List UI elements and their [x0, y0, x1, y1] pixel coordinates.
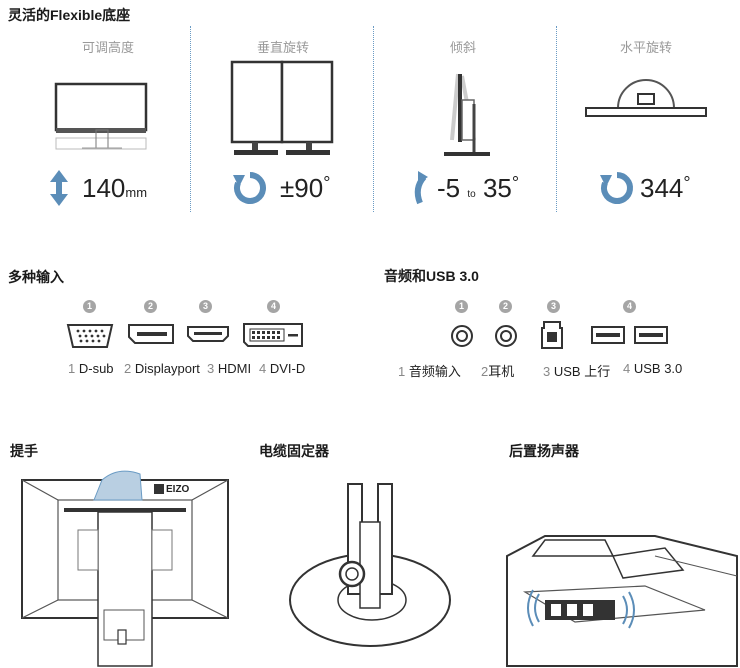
swivel-value: 344°	[640, 173, 691, 204]
handle-monitor-back-illustration	[21, 470, 229, 667]
inputs-title: 多种输入	[8, 269, 64, 285]
headphone-jack-icon	[495, 325, 517, 347]
tilt-to: 35	[482, 173, 512, 203]
usb3-port-icon-a	[591, 326, 625, 344]
tilt-label: 倾斜	[449, 40, 476, 55]
swivel-degree: °	[683, 173, 691, 193]
swivel-label: 水平旋转	[619, 40, 672, 55]
dvi-label: 4 DVI-D	[259, 361, 305, 376]
height-number: 140	[82, 173, 126, 203]
height-value: 140mm	[82, 173, 147, 204]
headphone-label-num: 2	[481, 364, 489, 379]
dvi-label-text: DVI-D	[269, 361, 306, 376]
audio-num-4: 4	[623, 300, 636, 313]
audio-num-3: 3	[547, 300, 560, 313]
input-num-3: 3	[199, 300, 212, 313]
hdmi-label: 3 HDMI	[207, 361, 251, 376]
swivel-number: 344	[640, 173, 684, 203]
hdmi-port-icon	[187, 326, 229, 342]
dsub-label: 1 D-sub	[68, 361, 114, 376]
usb3-port-icon-b	[634, 326, 668, 344]
usb-upstream-label-num: 3	[543, 364, 551, 379]
dvi-port-icon	[243, 323, 303, 347]
swivel-rotate-icon	[600, 172, 633, 204]
usb3-label-text: USB 3.0	[633, 361, 683, 376]
usb-upstream-port-icon	[541, 321, 563, 349]
pivot-monitor-illustration	[230, 60, 334, 155]
pivot-value: ±90°	[280, 173, 330, 204]
swivel-monitor-illustration	[585, 79, 707, 117]
input-num-4: 4	[267, 300, 280, 313]
tilt-monitor-illustration	[444, 73, 490, 156]
height-adjust-monitor-illustration	[54, 82, 148, 150]
dvi-label-num: 4	[259, 361, 267, 376]
usb-upstream-label-text: USB 上行	[553, 364, 611, 379]
displayport-label-text: Displayport	[134, 361, 200, 376]
tilt-arrow-icon	[414, 171, 428, 205]
displayport-label: 2 Displayport	[124, 361, 200, 376]
tilt-degree: °	[511, 173, 520, 193]
hdmi-label-num: 3	[207, 361, 215, 376]
height-adjust-label: 可调高度	[81, 40, 134, 55]
divider-1	[190, 26, 191, 212]
displayport-label-num: 2	[124, 361, 132, 376]
pivot-degree: °	[323, 173, 331, 193]
usb3-label-num: 4	[623, 361, 631, 376]
eizo-brand-logo: EIZO	[166, 484, 190, 495]
rear-speaker-illustration	[506, 535, 738, 667]
dsub-label-num: 1	[68, 361, 76, 376]
dsub-label-text: D-sub	[78, 361, 114, 376]
usb-upstream-label: 3 USB 上行	[543, 361, 610, 380]
tilt-from: -5	[437, 173, 461, 203]
pivot-label: 垂直旋转	[256, 40, 309, 55]
audio-num-2: 2	[499, 300, 512, 313]
divider-2	[373, 26, 374, 212]
usb3-label: 4 USB 3.0	[623, 361, 682, 376]
audio-in-label-text: 音频输入	[408, 364, 461, 379]
flexible-stand-title: 灵活的Flexible底座	[8, 7, 131, 23]
hdmi-label-text: HDMI	[217, 361, 252, 376]
audio-in-jack-icon	[451, 325, 473, 347]
handle-title: 提手	[10, 443, 38, 459]
height-unit: mm	[125, 185, 148, 200]
headphone-label-text: 耳机	[488, 364, 515, 379]
input-num-1: 1	[83, 300, 96, 313]
audio-in-label-num: 1	[398, 364, 406, 379]
rear-speaker-title: 后置扬声器	[509, 443, 579, 459]
audio-in-label: 1 音频输入	[398, 361, 461, 380]
displayport-port-icon	[128, 324, 174, 344]
audio-usb-title: 音频和USB 3.0	[384, 268, 479, 284]
rotate-icon	[233, 172, 266, 204]
tilt-to-word: to	[467, 189, 476, 200]
audio-num-1: 1	[455, 300, 468, 313]
cable-holder-title: 电缆固定器	[259, 443, 329, 459]
dsub-port-icon	[66, 324, 114, 348]
headphone-label: 2耳机	[481, 361, 514, 380]
height-arrow-icon	[50, 170, 68, 206]
divider-3	[556, 26, 557, 212]
tilt-value: -5 to 35°	[437, 173, 519, 204]
input-num-2: 2	[144, 300, 157, 313]
pivot-number: ±90	[280, 173, 324, 203]
cable-holder-illustration	[289, 483, 451, 647]
